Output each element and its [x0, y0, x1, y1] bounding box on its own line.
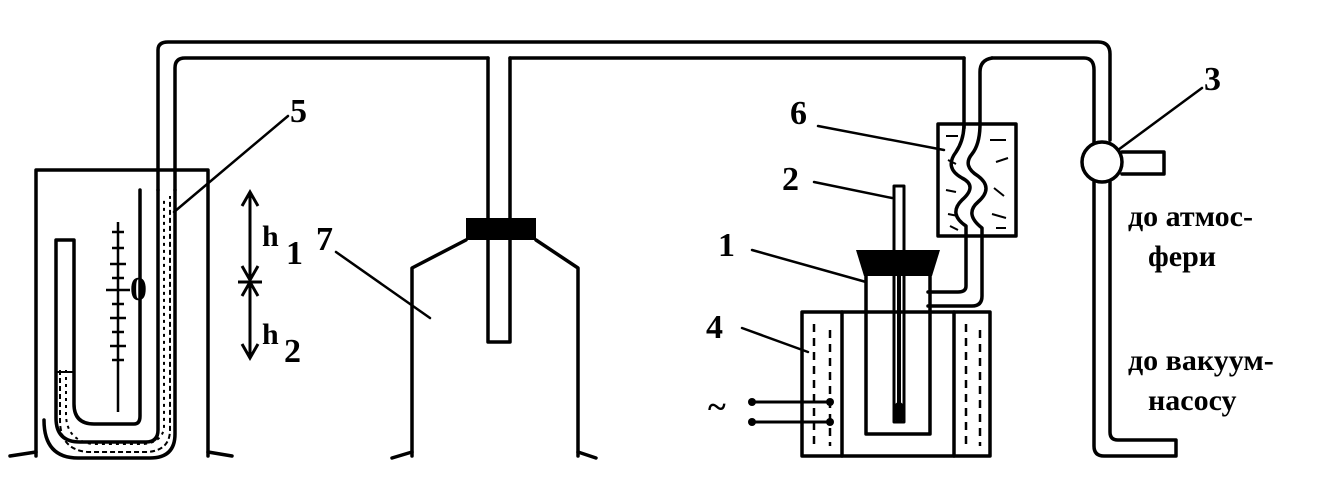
label-4: 4	[706, 309, 723, 346]
scale-zero-label: 0	[130, 271, 147, 308]
label-3: 3	[1204, 61, 1221, 98]
label-7: 7	[316, 221, 333, 258]
vac-caption-2: насосу	[1148, 384, 1237, 417]
label-6: 6	[790, 95, 807, 132]
heater	[748, 310, 992, 458]
leader-3	[1116, 86, 1204, 152]
connecting-tube	[156, 40, 1112, 344]
leader-5	[172, 114, 290, 214]
atm-caption-1: до атмос-	[1128, 200, 1253, 233]
manometer-housing	[34, 168, 210, 458]
manometer-scale	[106, 222, 130, 412]
coil-jacket	[936, 122, 1018, 238]
leader-2	[812, 180, 894, 200]
h1-label: h	[262, 220, 279, 253]
label-2: 2	[782, 161, 799, 198]
buffer-bottle	[390, 218, 598, 460]
h1-index: 1	[286, 235, 303, 272]
bottle-stopper	[466, 218, 536, 240]
three-way-valve	[1080, 140, 1178, 458]
ac-symbol: ~	[708, 389, 726, 426]
h2-label: h	[262, 318, 279, 351]
label-1: 1	[718, 227, 735, 264]
leader-7	[334, 250, 432, 320]
label-5: 5	[290, 93, 307, 130]
thermometer	[892, 184, 906, 424]
condenser-coil	[926, 122, 1018, 308]
leader-1	[750, 248, 868, 284]
leader-4	[740, 326, 810, 354]
leader-6	[816, 124, 946, 152]
height-markers	[238, 188, 262, 362]
u-tube	[54, 188, 160, 444]
h2-index: 2	[284, 333, 301, 370]
manometer-liquid	[56, 196, 171, 453]
vac-caption-1: до вакуум-	[1128, 344, 1274, 377]
manometer: 0	[8, 168, 234, 460]
atm-caption-2: фери	[1148, 240, 1216, 273]
